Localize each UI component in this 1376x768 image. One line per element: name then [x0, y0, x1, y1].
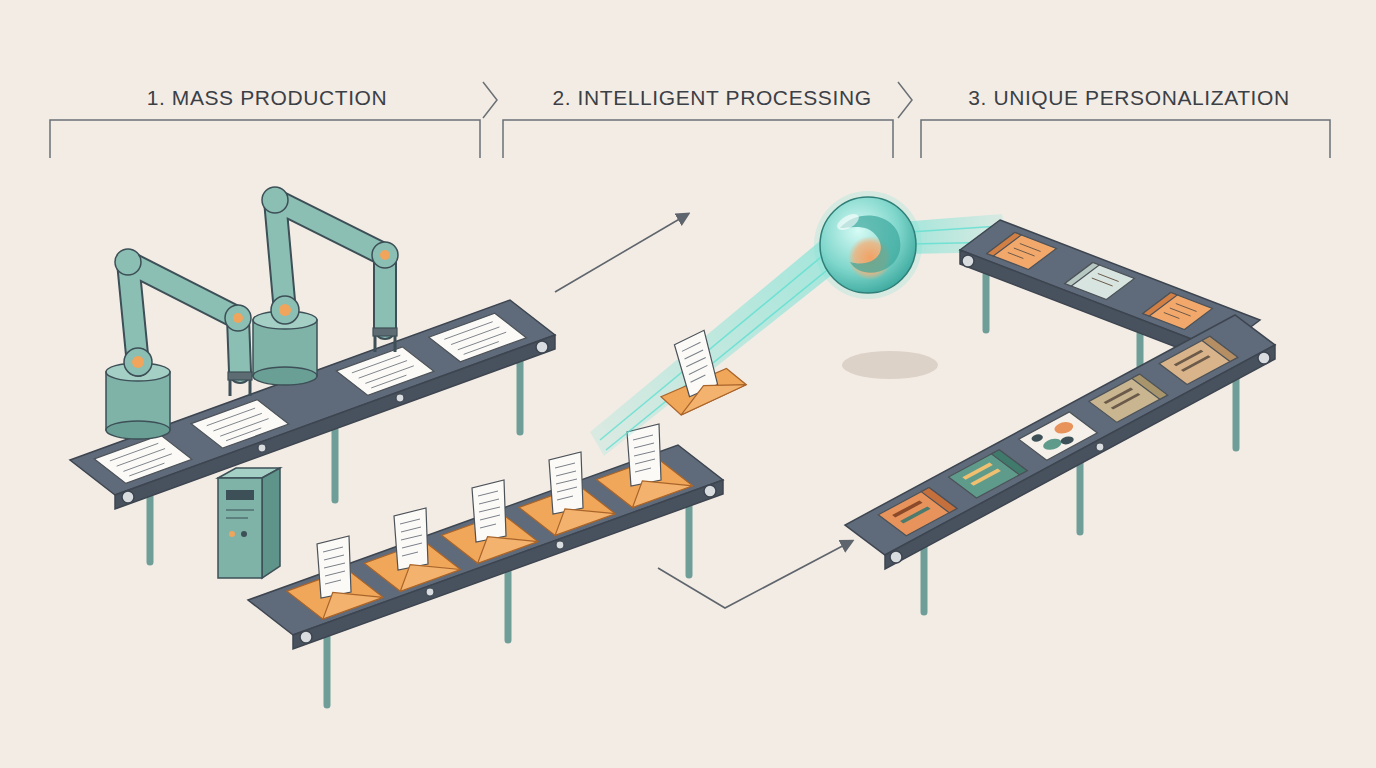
robot-arm — [106, 249, 252, 439]
control-box — [218, 468, 280, 578]
stage-heading: 1. MASS PRODUCTION — [147, 86, 388, 110]
conveyor-belt — [960, 220, 1260, 392]
conveyor-belt — [248, 424, 723, 705]
robot-arm — [253, 187, 398, 385]
stage-heading: 3. UNIQUE PERSONALIZATION — [968, 86, 1290, 110]
flow-arrows — [555, 214, 852, 608]
conveyor-belt — [845, 315, 1275, 612]
stage-brackets — [50, 82, 1330, 158]
envelope — [649, 324, 749, 418]
processing-orb — [590, 191, 1010, 456]
stage-heading: 2. INTELLIGENT PROCESSING — [552, 86, 871, 110]
